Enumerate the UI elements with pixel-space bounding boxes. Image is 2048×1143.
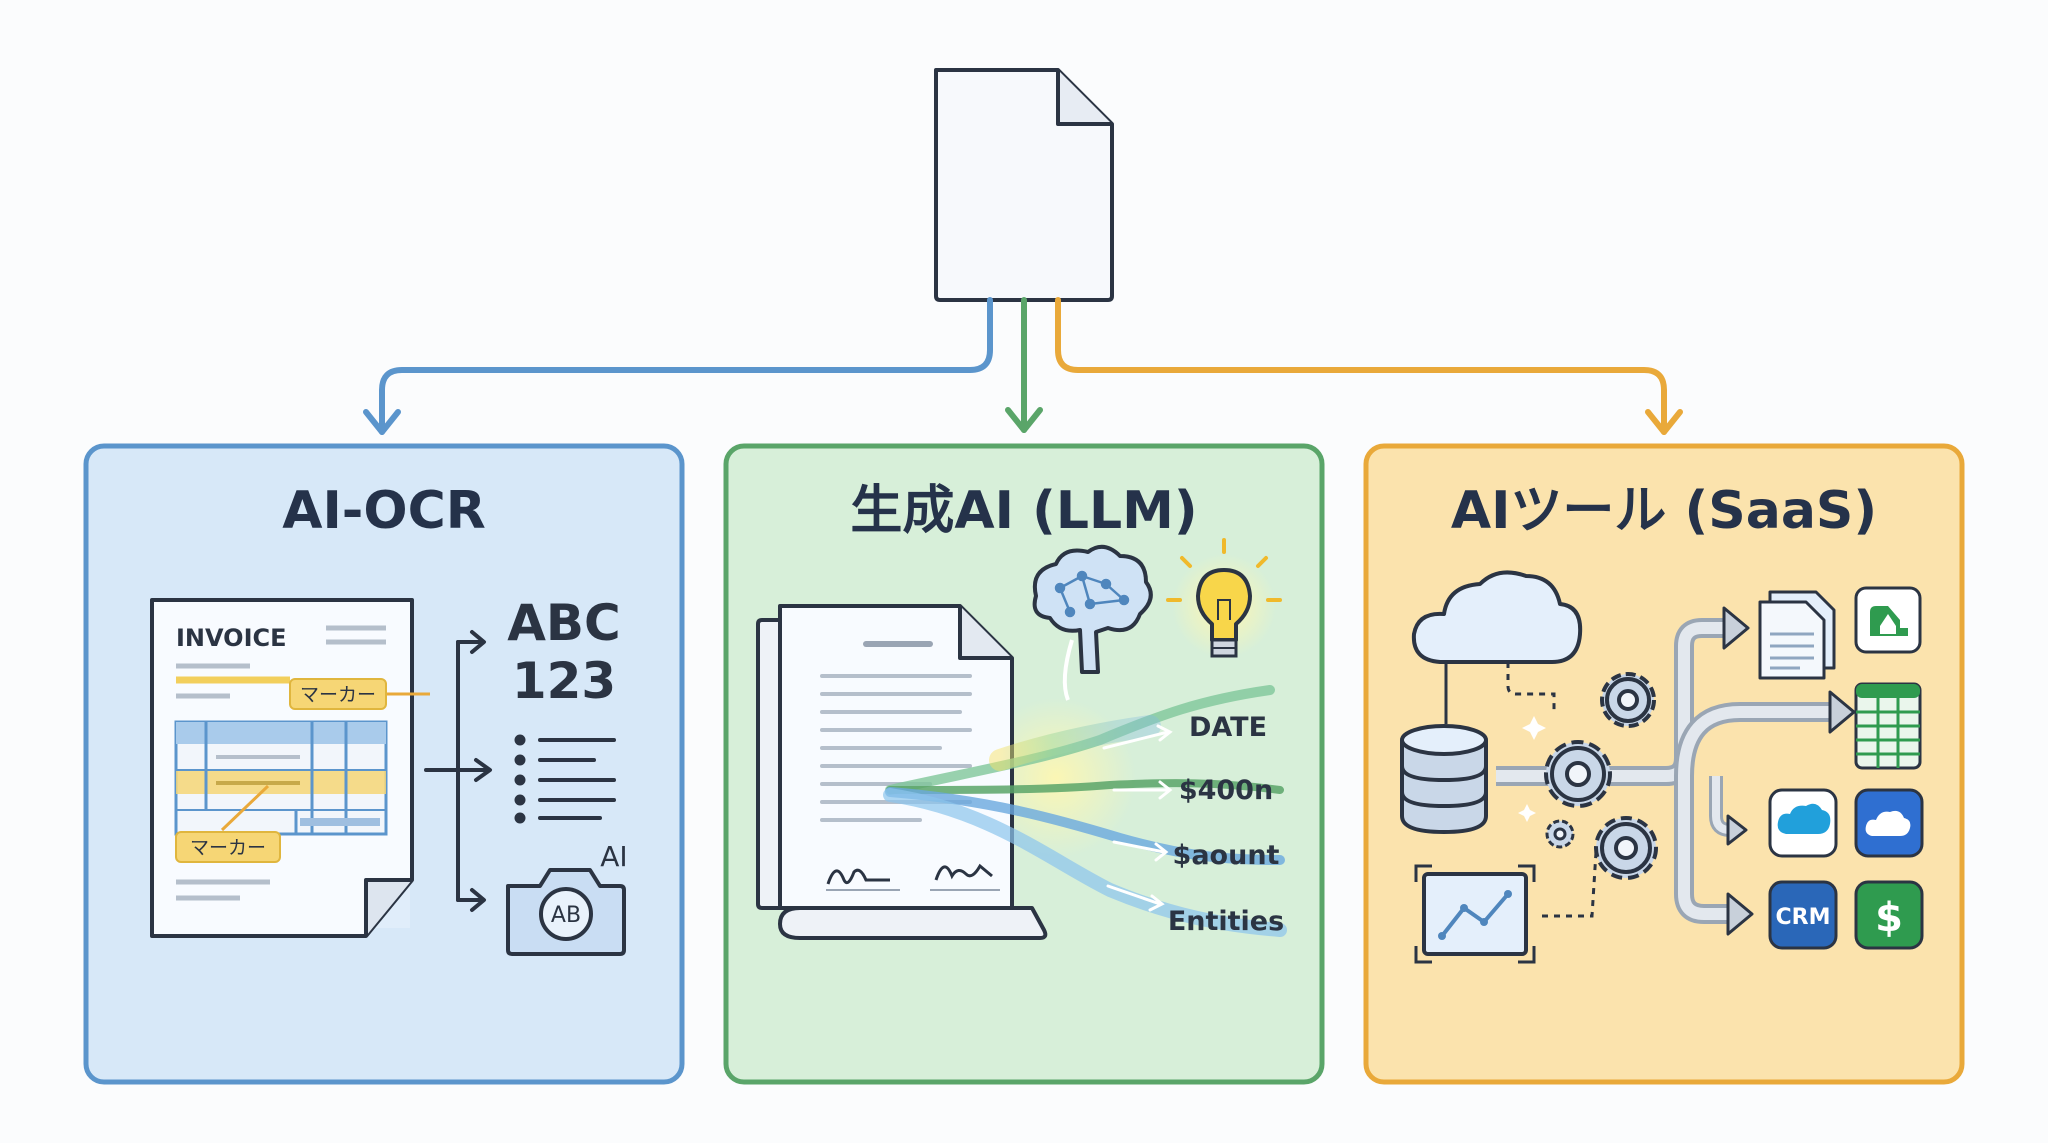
sparkle-icons <box>1518 716 1546 822</box>
integration-flow-arrows <box>1496 606 1856 936</box>
crm-label: CRM <box>1776 905 1831 930</box>
panel-saas: AIツール (SaaS) <box>1363 443 1965 1085</box>
gear-icon-small <box>1545 819 1575 849</box>
invoice-table <box>174 720 388 836</box>
source-document-icon <box>934 68 1114 302</box>
panel-ai-ocr: AI-OCR INVOICE <box>83 443 685 1085</box>
analytics-chart-icon <box>1414 864 1536 964</box>
panel-llm: 生成AI (LLM) <box>723 443 1325 1085</box>
dollar-label: $ <box>1875 895 1903 941</box>
field-label-amount-2: $aount <box>1173 840 1280 871</box>
salesforce-cloud-icon <box>1768 788 1838 858</box>
connector-to-llm <box>1005 297 1043 433</box>
cloud-storage-app-icon <box>1854 788 1924 858</box>
ocr-branch-arrows <box>424 630 492 912</box>
marker-label-top-text: マーカー <box>300 684 376 706</box>
gear-icon-bottom <box>1594 816 1658 880</box>
crm-app-icon: CRM <box>1768 880 1838 950</box>
contract-document-icon <box>756 604 1048 940</box>
connector-to-ocr <box>363 297 993 435</box>
database-icon <box>1400 724 1488 835</box>
field-label-amount-1: $400n <box>1179 775 1273 806</box>
data-flow-streams <box>883 685 1287 937</box>
output-text-123: 123 <box>512 652 616 710</box>
output-list-icon <box>514 734 616 824</box>
gear-icon-top <box>1600 672 1656 728</box>
ai-camera-icon: AB AI <box>506 840 628 956</box>
field-label-date: DATE <box>1189 712 1267 743</box>
spreadsheet-app-icon <box>1854 682 1922 770</box>
extracted-field-arrows <box>1102 724 1173 912</box>
panel-title-saas: AIツール (SaaS) <box>1451 481 1877 541</box>
gear-icon-large <box>1544 740 1612 808</box>
dollar-app-icon: $ <box>1854 880 1924 950</box>
marker-label-bottom-text: マーカー <box>190 837 266 859</box>
camera-ab-text: AB <box>551 903 581 928</box>
camera-ai-text: AI <box>600 840 627 873</box>
invoice-document-icon: INVOICE <box>150 598 414 938</box>
connector-to-saas <box>1055 297 1683 435</box>
output-text-abc: ABC <box>507 594 621 652</box>
documents-icon <box>1758 590 1836 680</box>
panel-title-llm: 生成AI (LLM) <box>850 481 1197 541</box>
marker-label-top: マーカー <box>289 678 430 710</box>
field-label-entities: Entities <box>1168 906 1284 937</box>
lightbulb-icon <box>1166 538 1282 658</box>
green-app-icon <box>1854 586 1922 654</box>
invoice-label: INVOICE <box>176 624 287 652</box>
brain-icon <box>1032 544 1153 674</box>
marker-label-bottom: マーカー <box>175 784 281 863</box>
panel-title-ai-ocr: AI-OCR <box>282 481 486 541</box>
cloud-icon <box>1411 570 1583 664</box>
